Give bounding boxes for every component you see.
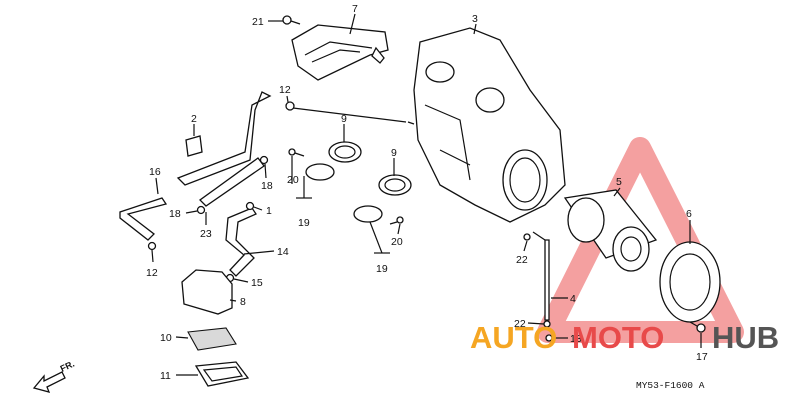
callout-13: 13 (570, 333, 582, 345)
callout-14: 14 (277, 246, 289, 258)
watermark-auto: AUTO (470, 320, 557, 355)
callout-17: 17 (696, 351, 708, 363)
watermark-moto: MOTO (572, 320, 664, 355)
part-cover (291, 24, 389, 81)
part-air-filter-element (563, 189, 658, 272)
callout-21: 21 (252, 16, 264, 28)
part-band-clamps (305, 163, 383, 223)
callout-12-bottom: 12 (146, 267, 158, 279)
callout-2: 2 (191, 113, 197, 125)
callout-9-a: 9 (341, 113, 347, 125)
part-bolt-17 (689, 321, 706, 333)
callout-5: 5 (616, 176, 622, 188)
part-breather-hoses (119, 91, 272, 241)
part-drain-chamber (181, 269, 233, 315)
part-screws-20 (288, 148, 404, 225)
callout-15: 15 (251, 277, 263, 289)
callout-6: 6 (686, 208, 692, 220)
front-direction-arrow: FR. (32, 359, 76, 393)
callout-20-a: 20 (287, 174, 299, 186)
part-drain-tube (523, 231, 553, 342)
watermark-hub: HUB (712, 320, 779, 355)
callout-labels: 21 7 3 12 2 9 9 16 20 18 1 18 19 23 20 1… (146, 3, 708, 382)
callout-20-b: 20 (391, 236, 403, 248)
callout-9-b: 9 (391, 147, 397, 159)
callout-18-a: 18 (261, 180, 273, 192)
callout-10: 10 (160, 332, 172, 344)
callout-11: 11 (160, 370, 171, 382)
part-clips (147, 155, 269, 283)
callout-23: 23 (200, 228, 212, 240)
callout-12-top: 12 (279, 84, 291, 96)
diagram-code: MY53-F1600 A (636, 380, 705, 391)
callout-8: 8 (240, 296, 246, 308)
callout-16: 16 (149, 166, 161, 178)
callout-7: 7 (352, 3, 358, 15)
part-air-cleaner-case (407, 27, 566, 223)
callout-19-b: 19 (376, 263, 388, 275)
leader-lines (151, 13, 702, 376)
part-cap (194, 361, 250, 387)
callout-22-b: 22 (514, 318, 526, 330)
part-pad (187, 327, 237, 351)
part-hose-14 (225, 207, 257, 277)
callout-3: 3 (472, 13, 478, 25)
callout-18-b: 18 (169, 208, 181, 220)
part-screw (282, 15, 301, 25)
callout-22-a: 22 (516, 254, 528, 266)
callout-4: 4 (570, 293, 576, 305)
part-holder (185, 135, 203, 157)
front-label: FR. (59, 359, 76, 374)
watermark-text: AUTO MOTO HUB (470, 320, 779, 355)
part-connecting-tubes (328, 141, 412, 196)
callout-19-a: 19 (298, 217, 310, 229)
part-clamp-top (285, 101, 407, 123)
part-element-cover (659, 241, 721, 323)
callout-1: 1 (266, 205, 272, 217)
